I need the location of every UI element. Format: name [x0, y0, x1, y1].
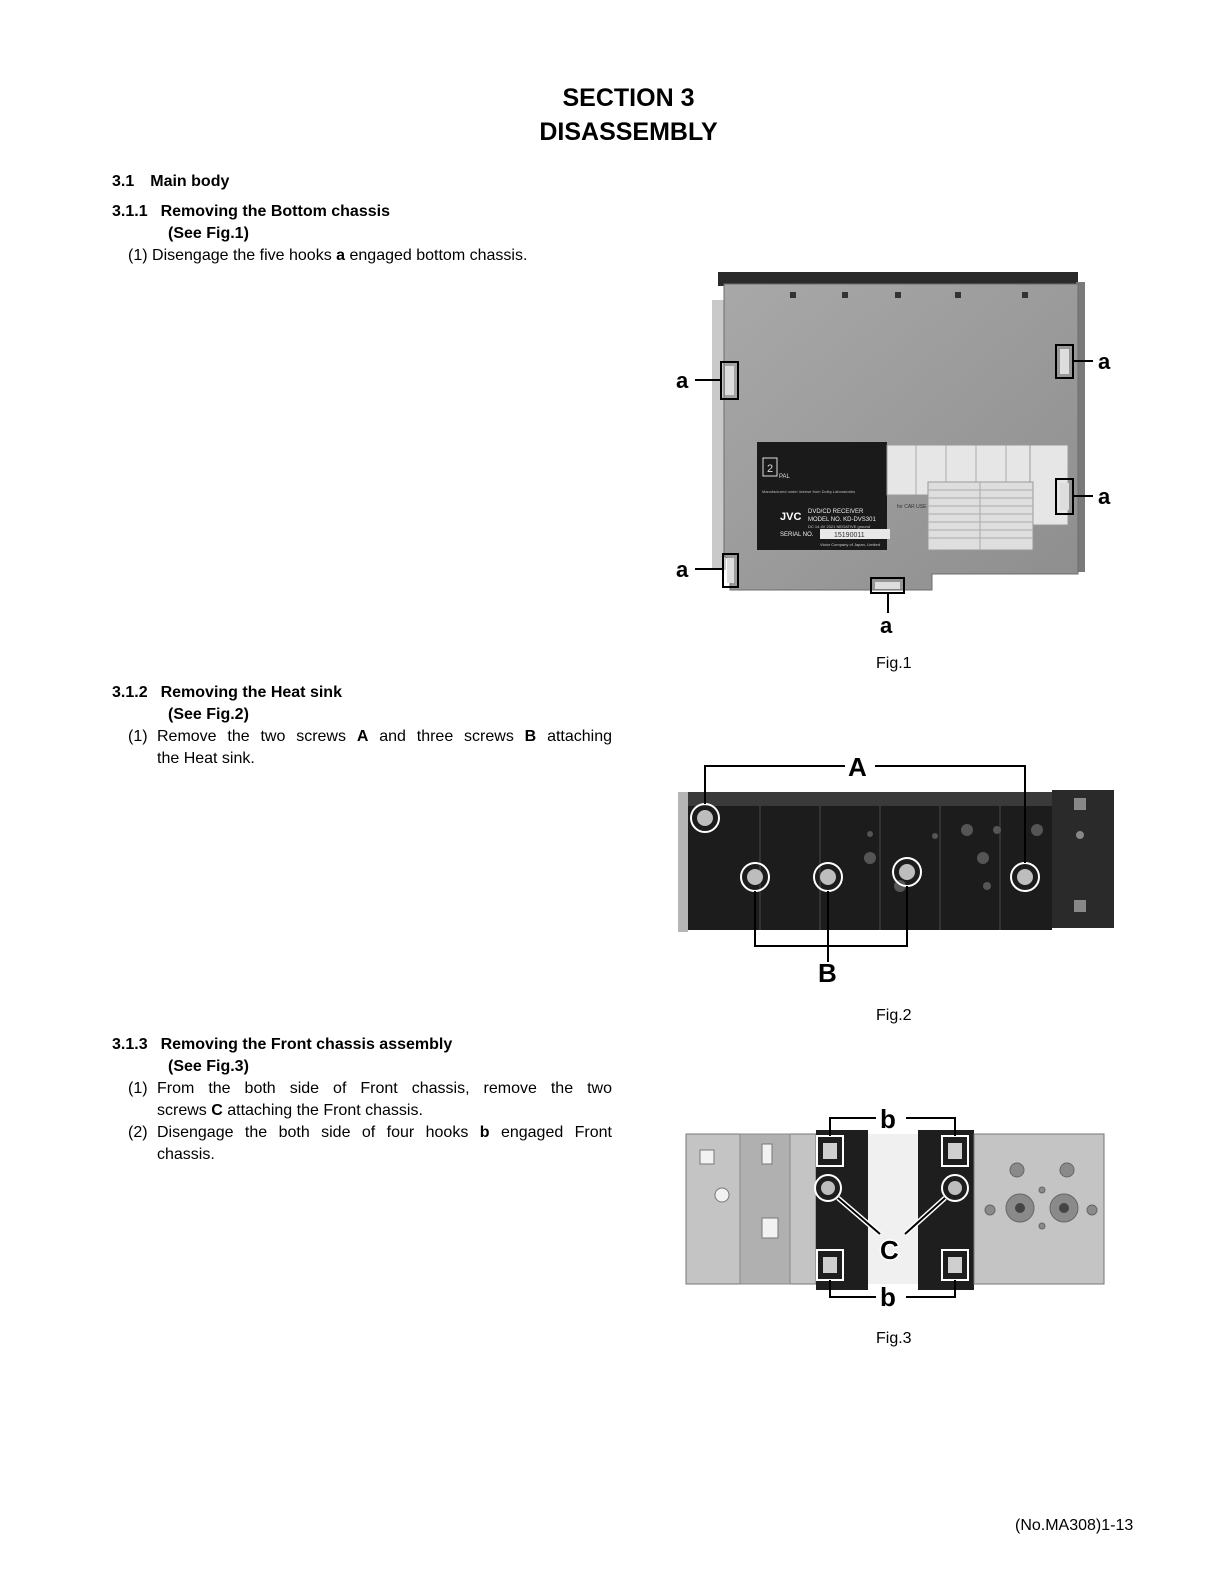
section-3-1-2-heading: 3.1.2 Removing the Heat sink [112, 684, 342, 702]
chassis-notches [790, 292, 1028, 298]
fig1-photo: 2 PAL Manufactured under license from Do… [676, 272, 1111, 638]
model-number: MODEL NO. KD-DVS301 [808, 517, 876, 523]
step-text: attaching [536, 728, 613, 745]
step-number: (1) [128, 247, 148, 264]
callout-lines [695, 360, 1093, 613]
step-3-1-3-1-number: (1) [128, 1080, 148, 1097]
screw-key-c: C [211, 1102, 223, 1119]
section-title: Removing the Bottom chassis [160, 203, 390, 220]
fig3-photo: b b C [685, 1104, 1105, 1312]
section-number: 3.1.2 [112, 684, 148, 701]
hook-column-right [918, 1130, 974, 1290]
step-3-1-2-1-number: (1) [128, 728, 148, 745]
callout-B: B [818, 958, 837, 988]
chassis-top-rim [718, 272, 1078, 286]
callout-lines-b [754, 886, 908, 962]
step-text: Remove the two screws [157, 728, 357, 745]
left-holes [699, 1143, 779, 1239]
step-3-1-2-1-cont: the Heat sink. [157, 750, 255, 767]
serial-box [820, 529, 890, 539]
hook-key: a [336, 247, 346, 264]
section-3-1-heading: 3.1 Main body [112, 173, 229, 191]
step-text: and three screws [368, 728, 525, 745]
callout-A: A [848, 752, 867, 782]
step-3-1-3-2-cont: chassis. [157, 1146, 215, 1163]
hook-key: b [479, 1124, 490, 1141]
step-3-1-3-2: Disengage the both side of four hooks b … [157, 1122, 612, 1144]
heat-sink-holes [864, 824, 1043, 892]
screws-c [814, 1174, 969, 1202]
front-chassis-right [973, 1133, 1105, 1285]
callout-a: a [676, 368, 689, 393]
screw-key-b: B [524, 728, 537, 745]
car-use-text: for CAR USE [897, 504, 927, 510]
jvc-logo: JVC [780, 511, 801, 523]
section-number: 3.1.3 [112, 1036, 148, 1053]
callout-lines-a [704, 765, 1026, 863]
see-fig-2: (See Fig.2) [168, 706, 249, 723]
section-title: Removing the Heat sink [160, 684, 342, 701]
see-fig-1: (See Fig.1) [168, 225, 249, 242]
section-3-1-3-heading: 3.1.3 Removing the Front chassis assembly [112, 1036, 452, 1054]
section-title: Main body [150, 173, 230, 190]
step-3-1-1-1: (1) Disengage the five hooks a engaged b… [128, 245, 527, 267]
wiring-table-lines [928, 482, 1033, 550]
callout-a: a [880, 613, 893, 638]
step-3-1-2-1: Remove the two screws A and three screws… [157, 726, 612, 748]
step-3-1-3-1: From the both side of Front chassis, rem… [157, 1080, 612, 1097]
chassis-right-flange [1076, 282, 1085, 572]
callout-a: a [1098, 349, 1111, 374]
hook-a-left-bottom [722, 553, 739, 588]
right-holes-inner [1015, 1203, 1069, 1213]
page-title: DISASSEMBLY [539, 118, 718, 146]
callout-lines-b [829, 1117, 956, 1298]
connector-holes [1074, 798, 1086, 912]
pal-text: PAL [779, 474, 791, 480]
callout-lines-c [837, 1197, 946, 1235]
heat-sink-fins [759, 806, 1001, 930]
section-number: SECTION 3 [562, 84, 695, 112]
section-number: 3.1.1 [112, 203, 148, 220]
callout-a: a [1098, 484, 1111, 509]
fig3-caption: Fig.3 [876, 1330, 912, 1347]
right-holes [984, 1162, 1098, 1230]
fig1-caption: Fig.1 [876, 655, 912, 672]
fig2-photo: A B [678, 752, 1114, 988]
maker-text: Victor Company of Japan, Limited [820, 542, 880, 547]
heat-sink-top-edge [680, 792, 1052, 806]
center-gap [868, 1134, 918, 1284]
heat-sink-left-bracket [678, 792, 688, 932]
region-code: 2 [767, 463, 773, 475]
callout-C: C [880, 1235, 899, 1265]
serial-label: SERIAL NO. [780, 532, 814, 538]
region-box [762, 457, 778, 477]
hooks-b [816, 1135, 969, 1281]
callout-b: b [880, 1104, 896, 1134]
step-text: Disengage the five hooks [152, 247, 337, 264]
step-3-1-3-1-cont: screws C attaching the Front chassis. [157, 1100, 423, 1122]
see-fig-3: (See Fig.3) [168, 1058, 249, 1075]
callout-b: b [880, 1282, 896, 1312]
license-text: Manufactured under license from Dolby La… [762, 489, 855, 494]
power-rating: DC 14.4V 2321 NEGATIVE ground [808, 524, 870, 529]
chassis-left-flange [712, 300, 726, 570]
section-3-1-1-heading: 3.1.1 Removing the Bottom chassis [112, 203, 390, 221]
section-number: 3.1 [112, 173, 135, 190]
product-name: DVD/CD RECEIVER [808, 509, 864, 515]
step-text: attaching the Front chassis. [222, 1102, 423, 1119]
step-text: engaged Front [489, 1124, 612, 1141]
serial-number: 15190011 [834, 532, 865, 539]
fig2-caption: Fig.2 [876, 1007, 912, 1024]
step-text: Disengage the both side of four hooks [157, 1124, 480, 1141]
screw-key-a: A [356, 728, 369, 745]
step-text: screws [157, 1102, 212, 1119]
step-3-1-3-2-number: (2) [128, 1124, 148, 1141]
callout-a: a [676, 557, 689, 582]
page-number: (No.MA308)1-13 [1015, 1517, 1134, 1534]
step-text: engaged bottom chassis. [345, 247, 528, 264]
section-title: Removing the Front chassis assembly [160, 1036, 453, 1053]
